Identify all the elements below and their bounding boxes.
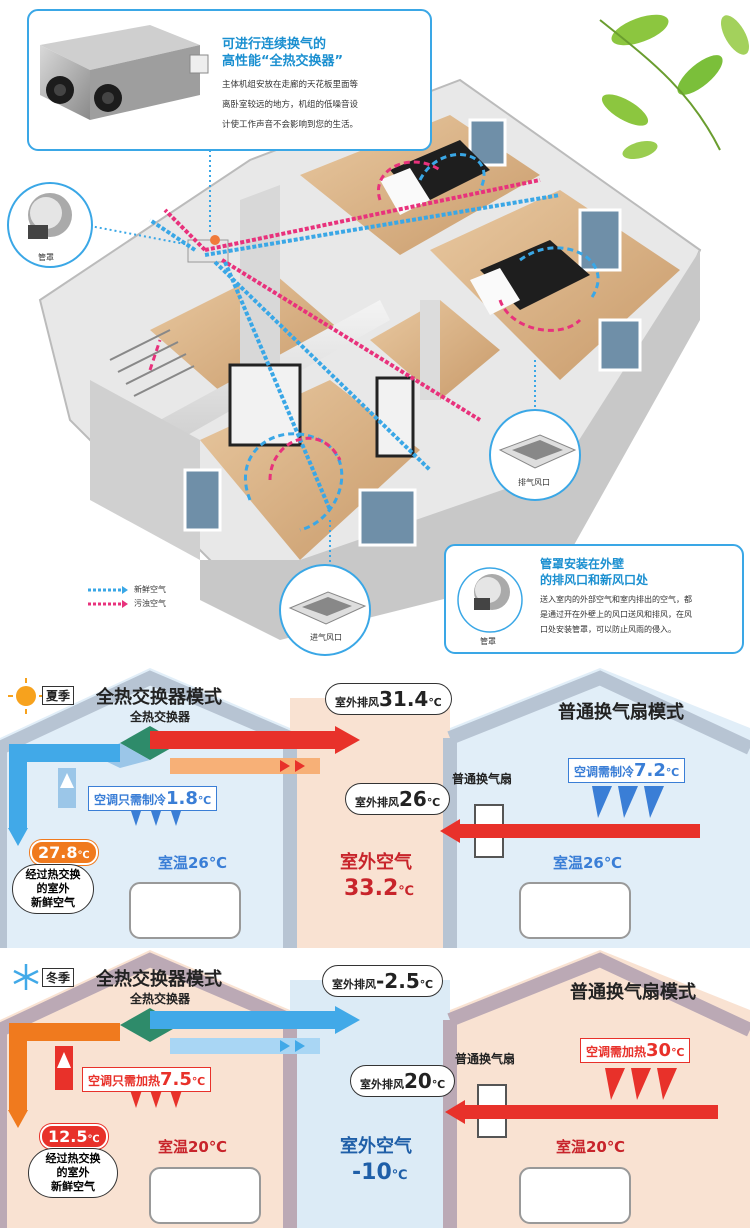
summer-mode-left: 全热交换器模式 [96,687,222,708]
callout-title-line1: 可进行连续换气的 [222,37,327,52]
summer-outdoor-exhaust-value: 31.4 [379,687,429,711]
winter-outdoor-exhaust-value: -2.5 [376,969,420,993]
winter-ac-value: 7.5 [160,1069,192,1090]
summer-ac-box: 空调只需制冷1.8℃ [88,786,218,811]
winter-mode-left: 全热交换器模式 [96,969,222,990]
summer-fan-exhaust-bubble: 室外排风26℃ [345,783,451,815]
winter-fan-exhaust-unit: ℃ [431,1078,446,1091]
summer-outdoor-exhaust-bubble: 室外排风31.4℃ [325,683,452,715]
hood-label-left: 管罩 [38,253,54,262]
winter-panel: 冬季 全热交换器模式 全热交换器 普通换气扇模式 室外排风-2.5℃ 室外排风2… [0,950,750,1228]
summer-exchanger-label: 全热交换器 [130,710,191,724]
legend-fresh: 新鲜空气 [134,585,166,594]
callout-body-line1: 主体机组安放在走廊的天花板里面等 [222,80,359,90]
summer-panel: 夏季 全热交换器模式 全热交换器 普通换气扇模式 室外排风31.4℃ 室外排风2… [0,668,750,948]
summer-outdoor-air-unit: ℃ [398,884,415,899]
winter-ac-right-value: 30 [646,1040,672,1061]
winter-exchanger-label: 全热交换器 [130,992,191,1006]
summer-ac-right-unit: ℃ [665,766,680,779]
winter-note-line1: 经过热交换 [45,1152,101,1165]
winter-outdoor-exhaust-unit: ℃ [419,978,434,991]
callout-title-line2: 高性能“全热交换器” [222,54,344,69]
winter-mode-right: 普通换气扇模式 [570,982,696,1003]
summer-note: 经过热交换 的室外 新鲜空气 [12,864,94,914]
winter-ac-label: 空调只需加热 [88,1074,161,1088]
winter-room-temp-left: 室温20℃ [158,1138,228,1156]
leaf-decoration [599,14,749,160]
winter-fan-exhaust-value: 20 [404,1069,432,1093]
summer-fan-exhaust-unit: ℃ [426,796,441,809]
summer-ac-right-value: 7.2 [634,760,666,781]
hood-callout-title-line2: 的排风口和新风口处 [540,573,649,587]
hood-callout-body-line3: 口处安装管罩，可以防止风雨的侵入。 [540,625,676,634]
house-drawing [7,9,749,656]
winter-note-line2: 的室外 [56,1166,90,1179]
hood-callout-body-line1: 送入室内的外部空气和室内排出的空气，都 [540,595,692,604]
winter-ac-right-unit: ℃ [671,1046,685,1059]
summer-room-temp-right: 室温26℃ [553,854,623,872]
exhaust-vent-label: 排气风口 [518,478,550,487]
snowflake-icon [13,964,39,990]
winter-note-line3: 新鲜空气 [51,1180,95,1193]
winter-outdoor-air-label: 室外空气 [340,1136,412,1157]
winter-ac-right-box: 空调需加热30℃ [580,1038,691,1063]
hood-callout-body-line2: 是通过开在外壁上的风口送风和排风，在风 [540,610,692,619]
winter-outdoor-air-unit: ℃ [391,1168,408,1183]
summer-supply-unit: ℃ [77,850,90,861]
winter-fan-exhaust-label: 室外排风 [360,1078,404,1091]
winter-supply-unit: ℃ [87,1134,100,1145]
summer-ac-unit: ℃ [197,794,212,807]
summer-mode-right: 普通换气扇模式 [558,702,684,723]
callout-body-line3: 计使工作声音不会影响到您的生活。 [222,120,359,130]
house-illustration: 可进行连续换气的 高性能“全热交换器” 主体机组安放在走廊的天花板里面等 离卧室… [7,9,749,656]
hood-callout-title-line1: 管罩安装在外壁 [540,557,625,571]
summer-outdoor-air-temp: 33.2 [344,876,399,901]
callout-body-line2: 离卧室较远的地方，机组的低噪音设 [222,100,359,110]
summer-note-line3: 新鲜空气 [31,896,75,909]
winter-note: 经过热交换 的室外 新鲜空气 [28,1148,118,1198]
summer-outdoor-air-temp-box: 33.2℃ [344,876,414,901]
summer-room-temp-left: 室温26℃ [158,854,228,872]
winter-outdoor-exhaust-label: 室外排风 [332,978,376,991]
winter-outdoor-exhaust-bubble: 室外排风-2.5℃ [322,965,444,997]
summer-fan-label: 普通换气扇 [452,772,513,786]
summer-ac-value: 1.8 [166,788,198,809]
summer-ac-label: 空调只需制冷 [94,793,167,807]
winter-room-temp-right: 室温20℃ [556,1138,626,1156]
winter-season-tag: 冬季 [42,968,75,987]
summer-note-line1: 经过热交换 [25,868,81,881]
winter-fan-label: 普通换气扇 [455,1052,516,1066]
summer-season-tag: 夏季 [42,686,75,705]
summer-fan-exhaust-label: 室外排风 [355,796,399,809]
winter-fan-exhaust-bubble: 室外排风20℃ [350,1065,456,1097]
winter-ac-right-label: 空调需加热 [586,1045,647,1059]
summer-note-line2: 的室外 [36,882,70,895]
hood-label-right: 管罩 [480,637,496,646]
summer-ac-right-label: 空调需制冷 [574,765,635,779]
winter-ac-box: 空调只需加热7.5℃ [82,1067,212,1092]
winter-supply-temp-badge: 12.5℃ [40,1124,108,1149]
summer-outdoor-exhaust-label: 室外排风 [335,696,379,709]
intake-vent-label: 进气风口 [310,633,342,642]
winter-ac-unit: ℃ [191,1075,206,1088]
winter-supply-temp: 12.5 [48,1127,88,1146]
summer-supply-temp: 27.8 [38,843,78,862]
winter-outdoor-air-temp: -10 [352,1160,392,1185]
summer-outdoor-air-label: 室外空气 [340,852,412,873]
winter-outdoor-air-temp-box: -10℃ [352,1160,408,1185]
legend-dirty: 污浊空气 [134,599,166,608]
summer-supply-temp-badge: 27.8℃ [30,840,98,865]
summer-fan-exhaust-value: 26 [399,787,427,811]
summer-outdoor-exhaust-unit: ℃ [428,696,442,709]
summer-ac-right-box: 空调需制冷7.2℃ [568,758,686,783]
